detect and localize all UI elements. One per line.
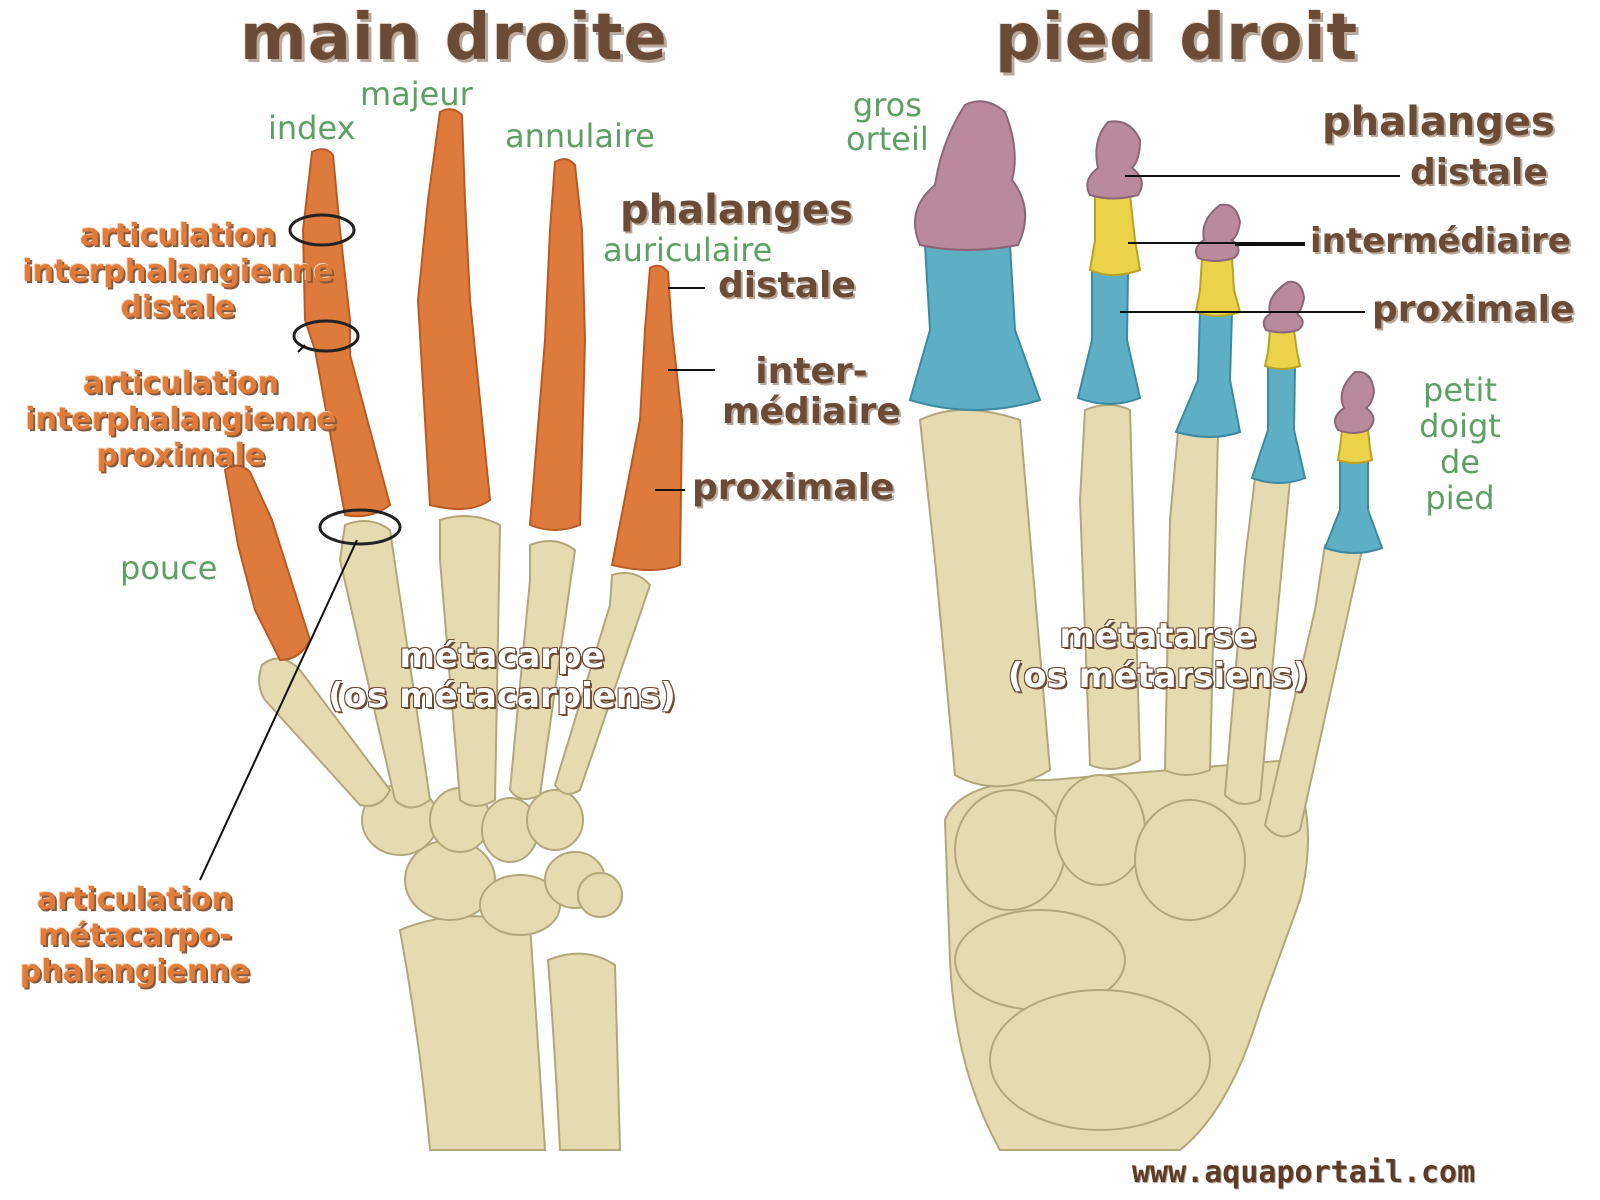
little-toe-line4: pied xyxy=(1425,479,1495,517)
little-toe-label: petit doigt de pied xyxy=(1410,372,1510,516)
mcp-joint-ring xyxy=(318,508,402,546)
little-toe-line2: doigt xyxy=(1419,407,1501,445)
foot-skeleton xyxy=(908,100,1400,1151)
cuneiform-bone xyxy=(954,789,1066,911)
talus-bone xyxy=(989,989,1211,1131)
radius-bone xyxy=(398,915,547,1151)
foot-distal-1 xyxy=(914,100,1027,251)
leader-line xyxy=(199,539,358,881)
foot-proximal-1 xyxy=(908,240,1042,411)
thumb-phalanges xyxy=(223,464,312,662)
foot-phalanx-distal: distale xyxy=(1410,152,1548,193)
mcp-joint-line2: métacarpo- xyxy=(38,918,232,953)
metacarpal-line2: (os métacarpiens) xyxy=(328,676,676,716)
pip-joint-line2: interphalangienne xyxy=(25,402,337,437)
finger-label-annulaire: annulaire xyxy=(505,117,655,155)
metatarsal-line2: (os métarsiens) xyxy=(1007,656,1309,696)
middle-phalanges xyxy=(416,108,492,510)
hand-phalanges-heading: phalanges xyxy=(620,187,853,233)
foot-proximal-5 xyxy=(1323,456,1384,554)
metacarpal-index xyxy=(338,520,432,809)
watermark-url: www.aquaportail.com xyxy=(1132,1155,1476,1190)
dip-joint-line2: interphalangienne xyxy=(22,254,334,289)
foot-phalanx-proximal: proximale xyxy=(1372,289,1575,330)
little-toe-line1: petit xyxy=(1423,371,1497,409)
metacarpal-label: métacarpe (os métacarpiens) xyxy=(292,636,712,716)
metatarsal-label: métatarse (os métarsiens) xyxy=(968,616,1348,696)
pip-joint-line1: articulation xyxy=(83,366,279,401)
hand-phalanx-proximal: proximale xyxy=(692,467,895,508)
hand-phalanx-intermediate: inter- médiaire xyxy=(722,352,901,432)
foot-proximal-2 xyxy=(1076,268,1142,405)
carpal-bone xyxy=(526,789,584,851)
foot-distal-5 xyxy=(1334,370,1376,434)
metacarpal-little xyxy=(553,572,652,795)
foot-intermediate-4 xyxy=(1263,327,1302,370)
index-phalanges xyxy=(301,148,392,518)
finger-label-auriculaire: auriculaire xyxy=(603,231,773,269)
leader-line xyxy=(297,344,306,353)
little-toe-line3: de xyxy=(1440,443,1480,481)
ring-phalanges xyxy=(528,158,587,531)
foot-intermediate-2 xyxy=(1088,191,1142,276)
cuboid-bone xyxy=(1134,799,1246,921)
little-phalanges xyxy=(610,264,684,571)
finger-label-index: index xyxy=(268,109,356,147)
metatarsal-2 xyxy=(1078,404,1142,770)
metatarsal-1 xyxy=(918,409,1052,788)
foot-distal-2 xyxy=(1086,120,1143,200)
foot-intermediate-3 xyxy=(1194,255,1242,317)
pip-joint-ring xyxy=(292,319,360,353)
foot-distal-3 xyxy=(1195,203,1242,262)
mcp-joint-line3: phalangienne xyxy=(19,954,251,989)
hand-phalanx-intermediate-line2: médiaire xyxy=(722,391,901,432)
metacarpal-ring xyxy=(508,540,577,800)
big-toe-line2: orteil xyxy=(846,120,929,158)
mcp-joint-label: articulation métacarpo- phalangienne xyxy=(4,882,266,990)
foot-proximal-3 xyxy=(1174,308,1242,438)
ulna-bone xyxy=(546,952,622,1151)
hand-phalanx-intermediate-line1: inter- xyxy=(755,351,868,392)
big-toe-label: gros orteil xyxy=(846,88,929,156)
dip-joint-label: articulation interphalangienne distale xyxy=(4,218,352,326)
dip-joint-line3: distale xyxy=(120,290,236,325)
dip-joint-line1: articulation xyxy=(80,218,276,253)
dip-joint-ring xyxy=(288,213,356,247)
finger-label-majeur: majeur xyxy=(360,75,473,113)
metatarsal-3 xyxy=(1163,427,1220,776)
metacarpal-middle xyxy=(439,515,502,807)
foot-proximal-4 xyxy=(1250,362,1307,484)
metacarpal-line1: métacarpe xyxy=(399,636,605,676)
mcp-joint-line1: articulation xyxy=(37,882,233,917)
carpal-bone xyxy=(577,872,623,918)
cuneiform-bone xyxy=(1054,774,1146,886)
pip-joint-label: articulation interphalangienne proximale xyxy=(6,366,356,474)
foot-title: pied droit xyxy=(995,1,1359,75)
finger-label-pouce: pouce xyxy=(120,549,218,587)
hand-title: main droite xyxy=(240,1,668,75)
foot-distal-4 xyxy=(1262,280,1306,334)
metatarsal-line1: métatarse xyxy=(1059,616,1257,656)
hand-skeleton xyxy=(199,108,715,1151)
big-toe-line1: gros xyxy=(852,86,922,124)
hand-phalanx-distal: distale xyxy=(718,265,856,306)
pip-joint-line3: proximale xyxy=(96,438,266,473)
foot-phalanx-intermediate: intermédiaire xyxy=(1310,221,1571,261)
foot-phalanges-heading: phalanges xyxy=(1322,99,1555,145)
